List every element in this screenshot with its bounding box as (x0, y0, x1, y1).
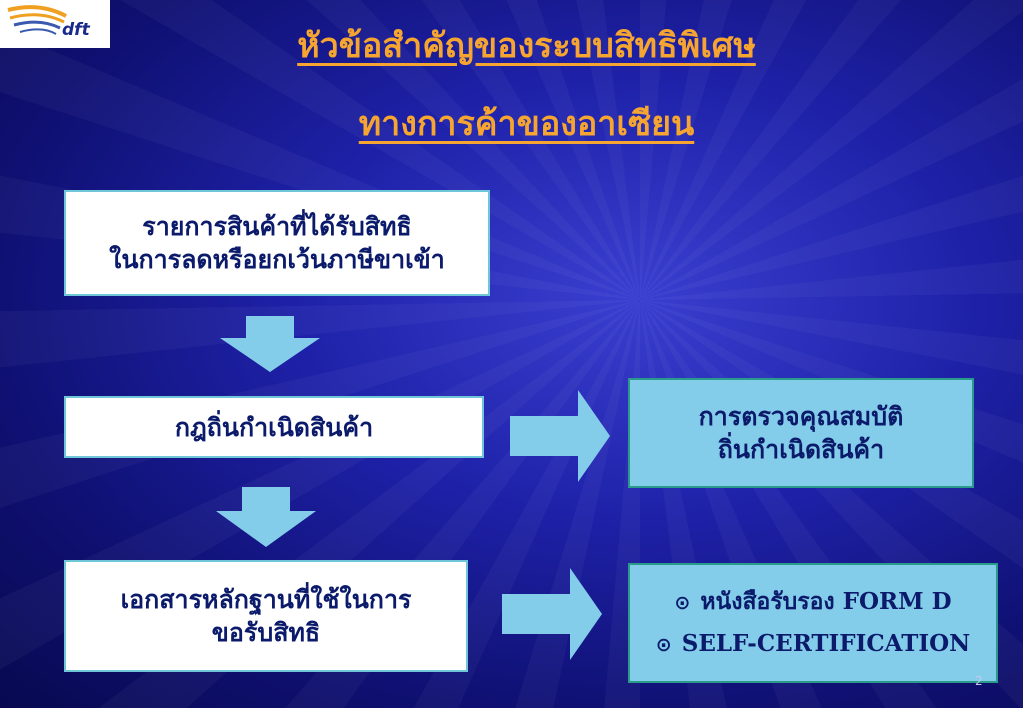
right-arrow-icon-2 (502, 568, 602, 660)
evidence-documents-box: เอกสารหลักฐานที่ใช้ในการ ขอรับสิทธิ (64, 560, 468, 672)
down-arrow-icon-2 (216, 487, 316, 547)
page-number: 2 (975, 674, 983, 688)
certificate-self-certification: SELF-CERTIFICATION (681, 630, 971, 657)
certificate-form-d: หนังสือรับรอง FORM D (700, 587, 952, 615)
rules-of-origin-line-1: กฎถิ่นกำเนิดสินค้า (174, 412, 374, 442)
eligible-goods-box: รายการสินค้าที่ได้รับสิทธิ ในการลดหรือยก… (64, 190, 490, 296)
certificates-box: ⊙ หนังสือรับรอง FORM D ⊙ SELF-CERTIFICATIO… (628, 563, 998, 683)
origin-verification-line-1: การตรวจคุณสมบัติ (698, 402, 904, 431)
rules-of-origin-box: กฎถิ่นกำเนิดสินค้า (64, 396, 484, 458)
eligible-goods-line-2: ในการลดหรือยกเว้นภาษีขาเข้า (109, 245, 445, 274)
certificate-item: ⊙ หนังสือรับรอง FORM D (674, 587, 951, 617)
eligible-goods-line-1: รายการสินค้าที่ได้รับสิทธิ (142, 212, 412, 241)
right-arrow-icon-1 (510, 390, 610, 482)
evidence-documents-line-2: ขอรับสิทธิ (211, 618, 321, 647)
dft-logo: dft (0, 0, 110, 48)
certificate-item: ⊙ SELF-CERTIFICATION (656, 629, 970, 659)
origin-verification-box: การตรวจคุณสมบัติ ถิ่นกำเนิดสินค้า (628, 378, 974, 488)
logo-text: dft (62, 20, 90, 40)
evidence-documents-line-1: เอกสารหลักฐานที่ใช้ในการ (120, 585, 412, 614)
slide-title-line-1: หัวข้อสำคัญของระบบสิทธิพิเศษ (297, 26, 756, 66)
origin-verification-line-2: ถิ่นกำเนิดสินค้า (717, 435, 885, 464)
bullet-icon: ⊙ (674, 591, 691, 614)
logo-swoosh-icon (7, 5, 67, 35)
down-arrow-icon-1 (220, 316, 320, 372)
bullet-icon: ⊙ (655, 634, 672, 656)
slide-title-line-2: ทางการค้าของอาเซียน (358, 104, 695, 144)
